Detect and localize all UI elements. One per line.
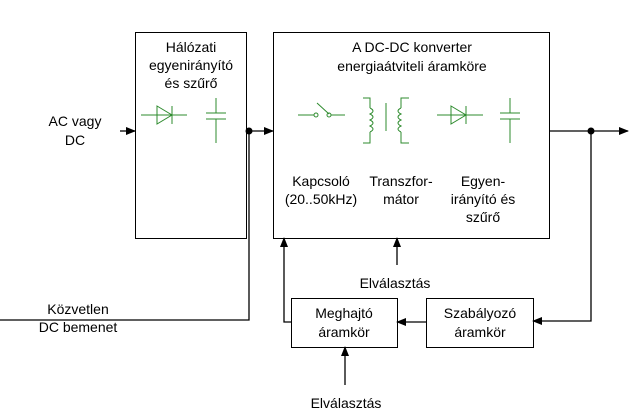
switch-label: Kapcsoló	[292, 173, 350, 189]
junction-node	[587, 127, 595, 135]
transformer-label: Transzfor-	[369, 173, 433, 189]
regulator-label: áramkör	[454, 324, 506, 340]
switch-icon	[298, 102, 345, 118]
driver-to-switch-arrow	[280, 237, 291, 323]
direct-input-label: Közvetlen	[47, 301, 108, 317]
rectifier-block-title: egyenirányító	[149, 57, 233, 73]
converter-block-title: energiaátviteli áramköre	[337, 58, 487, 74]
driver-label: Meghajtó	[315, 305, 373, 321]
output-rectifier-label: Egyen-	[461, 173, 506, 189]
input-label: DC	[65, 132, 85, 148]
diode-icon	[141, 105, 187, 125]
direct-input-label: DC bemenet	[39, 319, 118, 335]
diode-icon	[437, 105, 483, 125]
transformer-icon	[363, 97, 409, 144]
feedback-wire	[532, 131, 592, 325]
rectifier-block	[135, 32, 247, 239]
output-rectifier-label: irányító és	[451, 191, 516, 207]
junction-node	[245, 127, 253, 135]
converter-block	[273, 32, 550, 239]
capacitor-icon	[500, 98, 520, 143]
isolation-top-label: Elválasztás	[360, 275, 431, 291]
switch-label: (20..50kHz)	[285, 191, 357, 207]
isolation-bottom-label: Elválasztás	[311, 395, 382, 411]
input-label: AC vagy	[49, 113, 102, 129]
direct-dc-wire	[0, 131, 250, 321]
rectifier-block-title: és szűrő	[165, 75, 218, 91]
converter-block-title: A DC-DC konverter	[352, 39, 472, 55]
output-rectifier-label: szűrő	[466, 209, 500, 225]
regulator-label: Szabályozó	[444, 305, 517, 321]
rectifier-block-title: Hálózati	[166, 39, 217, 55]
driver-label: áramkör	[318, 324, 370, 340]
capacitor-icon	[206, 98, 226, 143]
transformer-label: mátor	[383, 191, 419, 207]
